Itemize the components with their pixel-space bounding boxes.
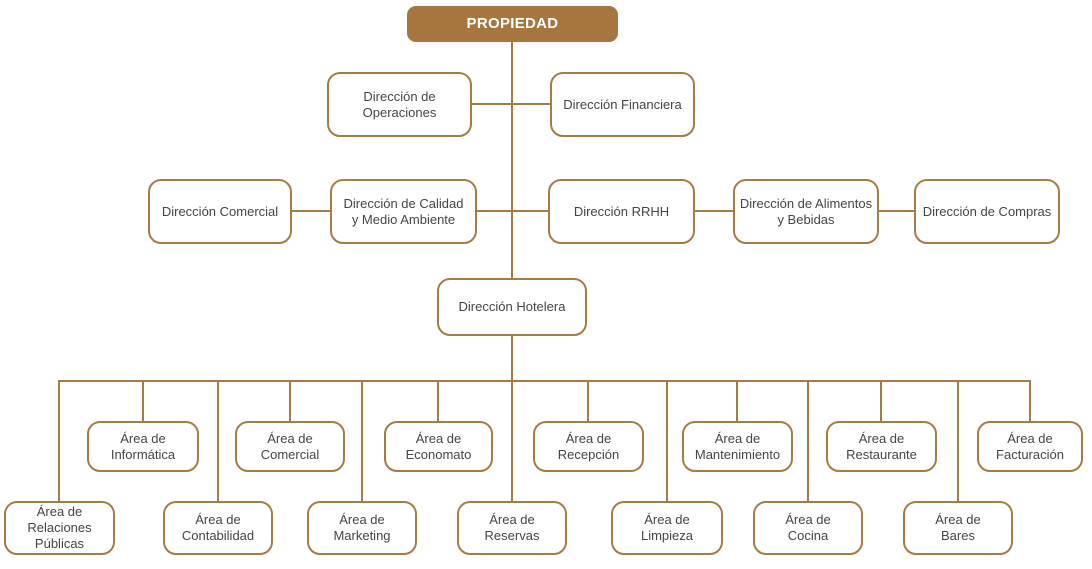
node-area-marketing: Área de Marketing (307, 501, 417, 555)
node-area-mantenimiento: Área de Mantenimiento (682, 421, 793, 472)
drop-restaurante (880, 381, 882, 422)
connector-areas-bus (58, 380, 1031, 382)
drop-bares (957, 381, 959, 502)
node-area-restaurante: Área de Restaurante (826, 421, 937, 472)
node-area-cocina: Área de Cocina (753, 501, 863, 555)
drop-cocina (807, 381, 809, 502)
drop-area-comercial (289, 381, 291, 422)
node-area-economato: Área de Economato (384, 421, 493, 472)
node-direccion-comercial: Dirección Comercial (148, 179, 292, 244)
node-area-relaciones-publicas: Área de Relaciones Públicas (4, 501, 115, 555)
node-area-bares: Área de Bares (903, 501, 1013, 555)
drop-facturacion (1029, 381, 1031, 422)
drop-economato (437, 381, 439, 422)
drop-mantenimiento (736, 381, 738, 422)
node-direccion-calidad-medio-ambiente: Dirección de Calidad y Medio Ambiente (330, 179, 477, 244)
drop-informatica (142, 381, 144, 422)
node-direccion-rrhh: Dirección RRHH (548, 179, 695, 244)
node-direccion-financiera: Dirección Financiera (550, 72, 695, 137)
node-area-reservas: Área de Reservas (457, 501, 567, 555)
connector-calidad-rrhh (477, 210, 548, 212)
drop-limpieza (666, 381, 668, 502)
node-area-recepcion: Área de Recepción (533, 421, 644, 472)
connector-comercial-calidad (292, 210, 330, 212)
node-direccion-alimentos-bebidas: Dirección de Alimentos y Bebidas (733, 179, 879, 244)
drop-relaciones-publicas (58, 381, 60, 502)
drop-recepcion (587, 381, 589, 422)
node-direccion-compras: Dirección de Compras (914, 179, 1060, 244)
node-area-comercial: Área de Comercial (235, 421, 345, 472)
connector-propiedad-trunk (511, 42, 513, 278)
connector-rrhh-alimentos (695, 210, 733, 212)
node-direccion-operaciones: Dirección de Operaciones (327, 72, 472, 137)
node-area-informatica: Área de Informática (87, 421, 199, 472)
connector-alimentos-compras (879, 210, 914, 212)
node-propiedad: PROPIEDAD (407, 6, 618, 42)
node-direccion-hotelera: Dirección Hotelera (437, 278, 587, 336)
node-area-limpieza: Área de Limpieza (611, 501, 723, 555)
connector-level2-horizontal (472, 103, 550, 105)
drop-contabilidad (217, 381, 219, 502)
node-area-contabilidad: Área de Contabilidad (163, 501, 273, 555)
connector-hotelera-trunk (511, 336, 513, 501)
node-area-facturacion: Área de Facturación (977, 421, 1083, 472)
drop-marketing (361, 381, 363, 502)
